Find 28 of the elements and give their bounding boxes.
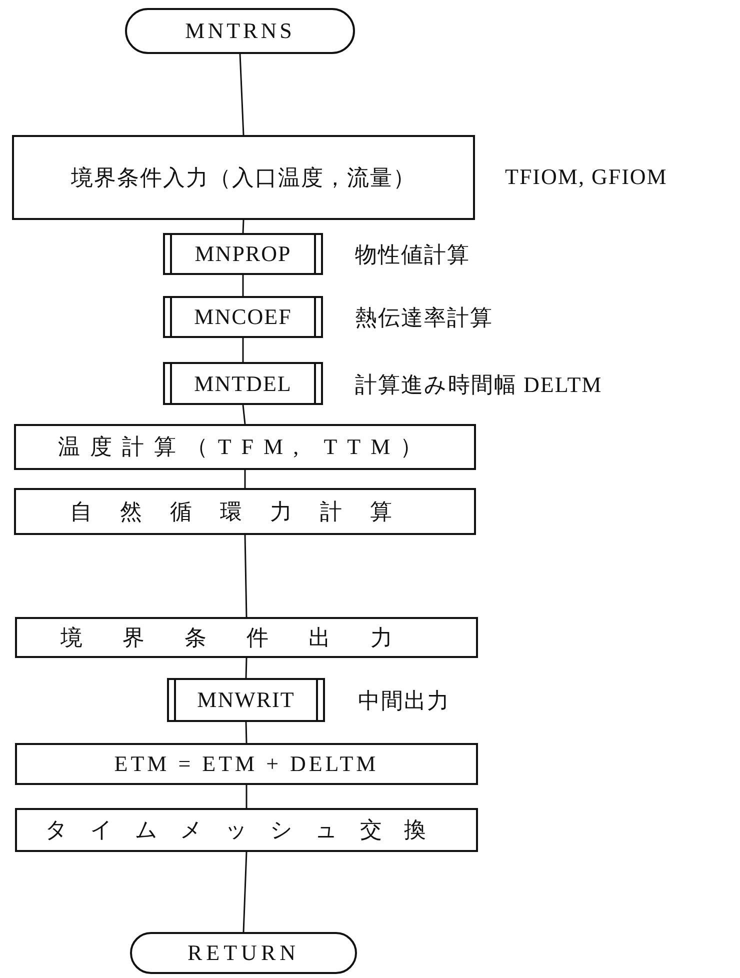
process-box: 自然循環力計算 <box>14 488 476 535</box>
terminal-box: RETURN <box>130 932 357 974</box>
process-box: タイムメッシュ交換 <box>15 808 478 852</box>
annotation-text: TFIOM, GFIOM <box>505 164 668 190</box>
subroutine-box: MNPROP <box>163 233 323 275</box>
process-box: ETM = ETM + DELTM <box>15 743 478 785</box>
subroutine-box: MNTDEL <box>163 362 323 405</box>
connector-line <box>244 534 248 618</box>
subroutine-box: MNCOEF <box>163 296 323 338</box>
terminal-box: MNTRNS <box>125 8 355 54</box>
connector-line <box>245 658 248 678</box>
connector-line <box>242 220 244 234</box>
connector-line <box>242 275 244 296</box>
annotation-text: 計算進み時間幅 DELTM <box>355 370 602 398</box>
connector-line <box>246 785 248 808</box>
process-box: 温度計算（TFM, TTM） <box>14 424 476 470</box>
connector-line <box>245 722 248 744</box>
connector-line <box>244 470 246 488</box>
connector-line <box>242 852 248 932</box>
annotation-text: 中間出力 <box>358 687 450 715</box>
process-box: 境界条件出力 <box>15 617 478 658</box>
subroutine-box: MNWRIT <box>167 678 325 722</box>
annotation-text: 熱伝達率計算 <box>355 304 493 332</box>
connector-line <box>242 338 244 362</box>
process-box: 境界条件入力（入口温度，流量） <box>12 135 475 220</box>
annotation-text: 物性値計算 <box>355 241 470 269</box>
connector-line <box>239 54 244 136</box>
connector-line <box>242 404 246 424</box>
